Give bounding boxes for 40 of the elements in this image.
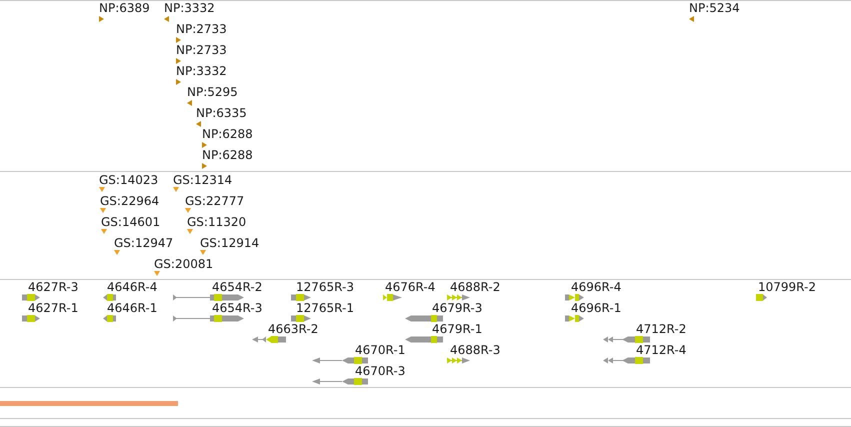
feature-label: 4688R-3 bbox=[450, 344, 500, 357]
feature-label: GS:11320 bbox=[187, 216, 246, 229]
feature-label: 12765R-1 bbox=[296, 302, 354, 315]
feature-label: GS:22777 bbox=[185, 195, 244, 208]
feature-label: 4696R-4 bbox=[571, 281, 622, 294]
feature-label: GS:14023 bbox=[99, 174, 158, 187]
feature-label: 4654R-2 bbox=[212, 281, 262, 294]
feature-label: 4679R-1 bbox=[432, 323, 482, 336]
feature-label: NP:6288 bbox=[202, 149, 253, 162]
feature-label: NP:5295 bbox=[187, 86, 238, 99]
feature-label: 4679R-3 bbox=[432, 302, 482, 315]
feature-label: 4627R-1 bbox=[28, 302, 78, 315]
feature-label: 4670R-3 bbox=[355, 365, 406, 378]
feature-label: 4646R-1 bbox=[107, 302, 158, 315]
feature-label: 4627R-3 bbox=[28, 281, 78, 294]
feature-label: GS:14601 bbox=[101, 216, 160, 229]
feature-label: NP:2733 bbox=[176, 23, 227, 36]
feature-label: 4654R-3 bbox=[212, 302, 262, 315]
feature-label: NP:5234 bbox=[689, 2, 740, 15]
feature-label: NP:3332 bbox=[176, 65, 227, 78]
feature-label: GS:22964 bbox=[100, 195, 160, 208]
feature-label: NP:6389 bbox=[99, 2, 150, 15]
feature-label: NP:6335 bbox=[196, 107, 247, 120]
feature-label: NP:2733 bbox=[176, 44, 227, 57]
feature-label: 4670R-1 bbox=[355, 344, 406, 357]
feature-label: 4676R-4 bbox=[385, 281, 436, 294]
feature-label: NP:3332 bbox=[164, 2, 215, 15]
feature-label: 12765R-3 bbox=[296, 281, 354, 294]
feature-label: 4646R-4 bbox=[107, 281, 158, 294]
feature-label: 4663R-2 bbox=[268, 323, 318, 336]
feature-label: GS:20081 bbox=[154, 258, 214, 271]
feature-label: 4712R-4 bbox=[636, 344, 686, 357]
feature-label: GS:12314 bbox=[173, 174, 232, 187]
feature-label: GS:12947 bbox=[114, 237, 174, 250]
feature-label: 4696R-1 bbox=[571, 302, 622, 315]
feature-label: 4688R-2 bbox=[450, 281, 500, 294]
feature-label: GS:12914 bbox=[200, 237, 260, 250]
feature-label: NP:6288 bbox=[202, 128, 253, 141]
feature-label: 10799R-2 bbox=[758, 281, 816, 294]
feature-label: 4712R-2 bbox=[636, 323, 686, 336]
